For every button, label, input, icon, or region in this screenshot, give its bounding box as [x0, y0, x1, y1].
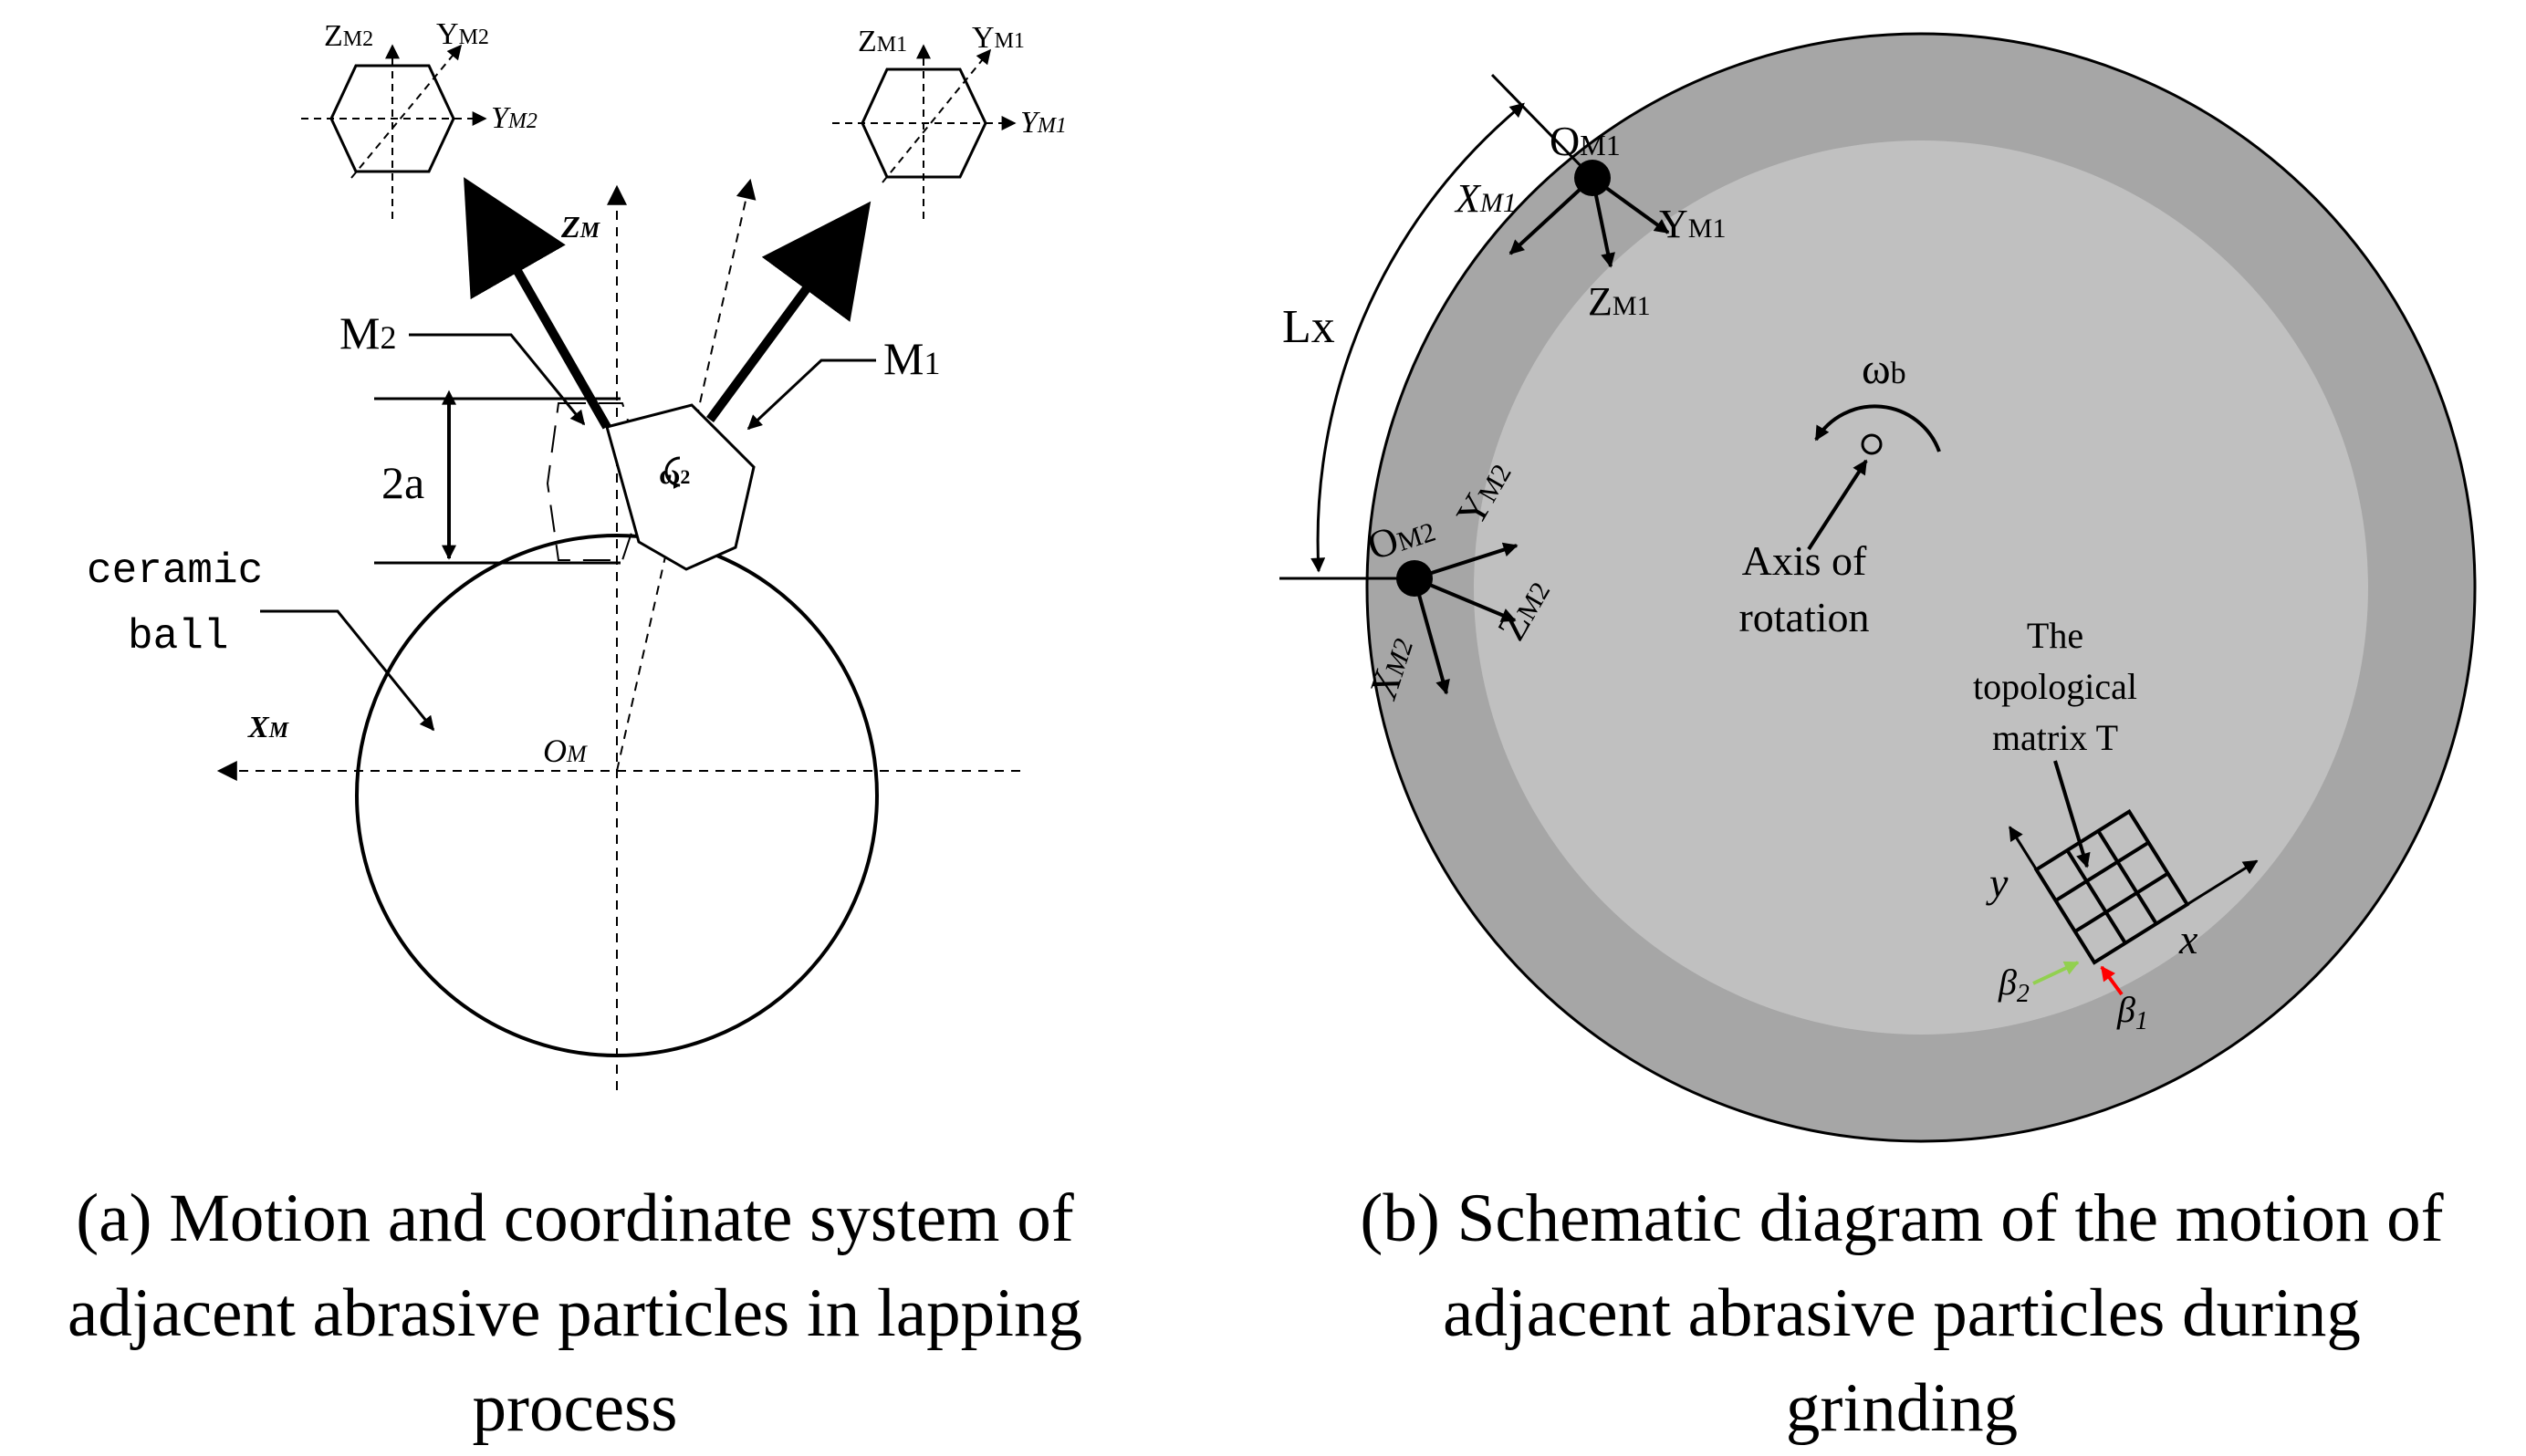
inset-m2-frame: ZM2 YM2 YM2 — [301, 17, 538, 219]
m1-leader — [746, 359, 876, 431]
m2-label: M2 — [339, 307, 396, 359]
m2-leader — [409, 333, 586, 426]
omega-b-label: ωb — [1862, 345, 1906, 393]
caption-b-line2: adjacent abrasive particles during — [1443, 1275, 2361, 1351]
inner-disk — [1474, 140, 2368, 1035]
omega2-label: ω2 — [659, 457, 690, 490]
xm1-label: XM1 — [1454, 176, 1517, 221]
caption-a-line3: process — [472, 1370, 678, 1446]
rotation-axis-point — [1861, 433, 1883, 455]
axis-label-line2: rotation — [1738, 594, 1869, 640]
inset-m1-y2-label: YM1 — [1020, 106, 1067, 140]
topo-matrix-grid — [2008, 808, 2259, 965]
grid-y-label: y — [1986, 859, 2009, 906]
lx-label: Lx — [1282, 301, 1335, 353]
beta1-arrow — [2100, 965, 2124, 996]
ceramic-ball — [355, 534, 879, 1057]
grid-y-axis — [2008, 826, 2096, 963]
ceramic-label-line1: ceramic — [87, 547, 263, 595]
xm-label: XM — [247, 711, 290, 744]
inset-m2-y2-label: YM2 — [491, 101, 538, 135]
m1-label: M1 — [883, 333, 940, 384]
grid-x-label: x — [2178, 916, 2198, 962]
om1-label: OM1 — [1550, 118, 1621, 164]
ym1-label: YM1 — [1659, 202, 1726, 246]
caption-b-line3: grinding — [1785, 1370, 2019, 1446]
inset-m1-hexagon — [861, 68, 987, 179]
caption-b: (b) Schematic diagram of the motion of a… — [1278, 1171, 2526, 1456]
axis-leader — [1807, 459, 1868, 551]
ym2-axis — [1414, 542, 1519, 580]
grid-x-axis — [2093, 859, 2259, 964]
ym1-axis — [1591, 176, 1670, 234]
inset-m2-z-label: ZM2 — [324, 19, 373, 53]
inset-m1-frame: ZM1 YM1 YM1 — [832, 21, 1067, 219]
m1-velocity-arrow — [705, 201, 872, 422]
inset-m2-hexagon — [329, 64, 455, 173]
inset-m2-y-label: YM2 — [436, 17, 489, 51]
caption-a-line1: (a) Motion and coordinate system of — [76, 1180, 1074, 1256]
particle-m2-outline — [546, 402, 650, 561]
inset-m1-z-label: ZM1 — [858, 25, 907, 58]
inset-m1-y-label: YM1 — [972, 21, 1025, 55]
ceramic-label-line2: ball — [128, 613, 228, 660]
panel-a: ZM XM OM M2 M1 2a ω2 ceramic ball ZM2 YM… — [87, 17, 1067, 1090]
caption-b-line1: (b) Schematic diagram of the motion of — [1360, 1180, 2444, 1256]
beta2-label: β2 — [1998, 962, 2030, 1008]
zm1-axis — [1591, 177, 1615, 268]
beta1-label: β1 — [2116, 989, 2148, 1035]
topo-label-line3: matrix T — [1992, 717, 2118, 758]
topo-label-line1: The — [2027, 615, 2083, 656]
zm1-label: ZM1 — [1588, 279, 1651, 324]
caption-a: (a) Motion and coordinate system of adja… — [0, 1171, 1150, 1456]
lx-arc — [1310, 102, 1525, 573]
zm-label: ZM — [560, 211, 601, 244]
topo-label-line2: topological — [1973, 666, 2137, 707]
zm2-axis — [1414, 577, 1517, 622]
caption-a-line2: adjacent abrasive particles in lapping — [67, 1275, 1083, 1351]
topo-leader — [2053, 760, 2091, 868]
xm1-axis — [1508, 176, 1594, 255]
panel-b: Lx OM1 XM1 YM1 ZM1 OM2 YM2 ZM2 XM2 ωb Ax… — [1279, 32, 2477, 1143]
ceramic-leader — [260, 609, 435, 732]
m2-velocity-arrow — [464, 177, 611, 430]
om-label: OM — [543, 733, 588, 769]
xm2-axis — [1413, 577, 1450, 695]
omega2-rotation-arrow — [664, 456, 681, 489]
omega-b-arrow — [1814, 404, 1941, 452]
beta2-arrow — [2032, 961, 2080, 985]
dim-2a-label: 2a — [381, 457, 424, 508]
lx-ref-line-top — [1490, 73, 1594, 180]
axis-label-line1: Axis of — [1742, 537, 1867, 584]
